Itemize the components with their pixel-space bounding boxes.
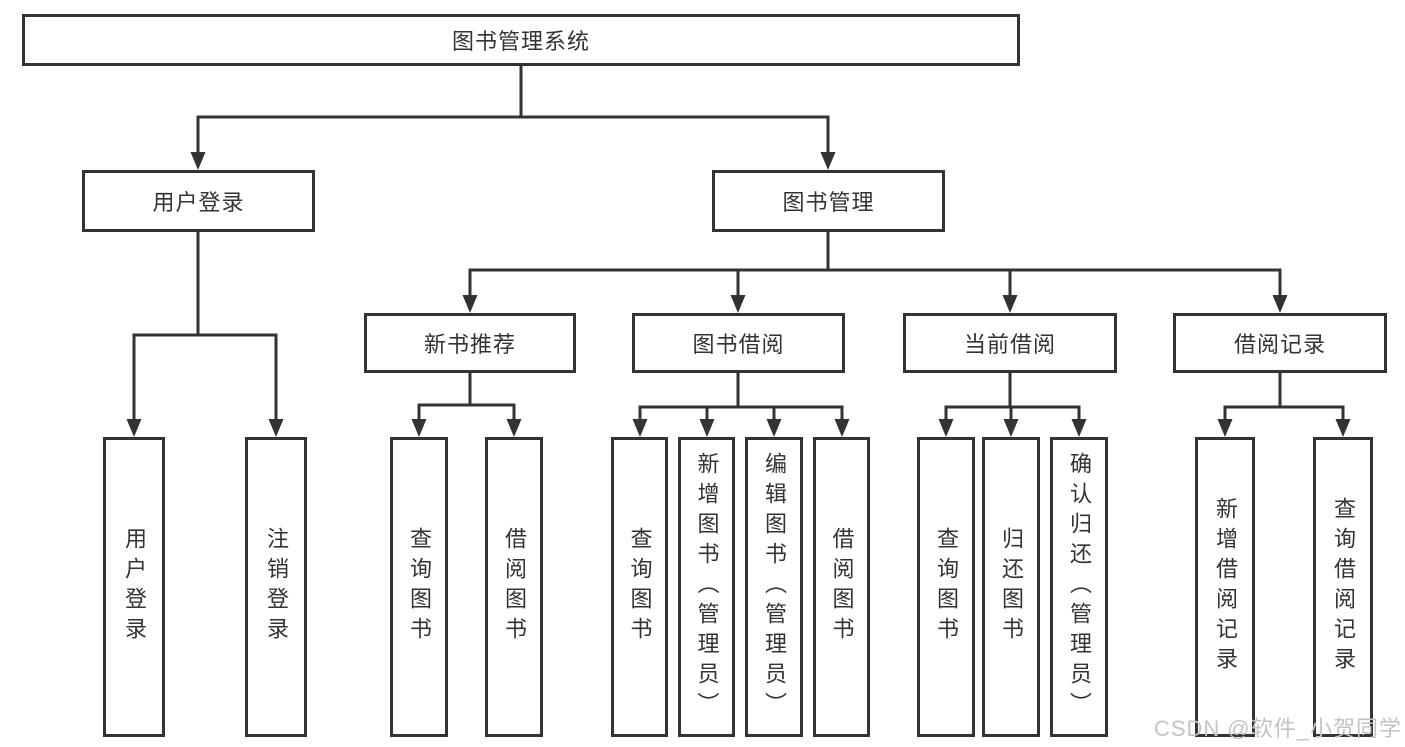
leaf-label: 注销登录 <box>264 527 289 647</box>
node-borrowing-records: 借阅记录 <box>1173 313 1387 373</box>
leaf-label: 查询借阅记录 <box>1331 497 1356 677</box>
node-edit-book-admin: 编辑图书（管理员） <box>745 437 803 737</box>
node-return-books: 归还图书 <box>982 437 1040 737</box>
leaf-label: 查询图书 <box>407 527 432 647</box>
node-query-books-2: 查询图书 <box>611 437 668 737</box>
node-new-book-recommendation: 新书推荐 <box>364 313 576 373</box>
node-book-management-branch: 图书管理 <box>712 170 945 232</box>
node-user-login-leaf: 用户登录 <box>103 437 165 737</box>
csdn-watermark: CSDN @软件_小贺同学 <box>1153 716 1402 741</box>
node-add-borrow-record: 新增借阅记录 <box>1195 437 1255 737</box>
node-current-borrowing: 当前借阅 <box>903 313 1117 373</box>
node-query-books-3: 查询图书 <box>917 437 975 737</box>
leaf-label: 编辑图书（管理员） <box>762 452 787 722</box>
node-borrow-books-1: 借阅图书 <box>485 437 543 737</box>
leaf-label: 查询图书 <box>627 527 653 647</box>
node-add-book-admin: 新增图书（管理员） <box>678 437 735 737</box>
leaf-label: 用户登录 <box>122 527 147 647</box>
node-borrow-books-2: 借阅图书 <box>813 437 870 737</box>
node-user-login-branch: 用户登录 <box>82 170 315 232</box>
node-query-borrow-record: 查询借阅记录 <box>1313 437 1373 737</box>
leaf-label: 新增借阅记录 <box>1213 497 1238 677</box>
node-book-borrowing: 图书借阅 <box>632 313 845 373</box>
leaf-label: 归还图书 <box>999 527 1024 647</box>
node-confirm-return-admin: 确认归还（管理员） <box>1050 437 1108 737</box>
leaf-label: 新增图书（管理员） <box>694 452 720 722</box>
leaf-label: 借阅图书 <box>829 527 855 647</box>
node-library-management-system: 图书管理系统 <box>22 14 1020 66</box>
leaf-label: 确认归还（管理员） <box>1067 452 1092 722</box>
node-query-books-1: 查询图书 <box>390 437 448 737</box>
leaf-label: 借阅图书 <box>502 527 527 647</box>
leaf-label: 查询图书 <box>934 527 959 647</box>
node-logout-leaf: 注销登录 <box>245 437 307 737</box>
